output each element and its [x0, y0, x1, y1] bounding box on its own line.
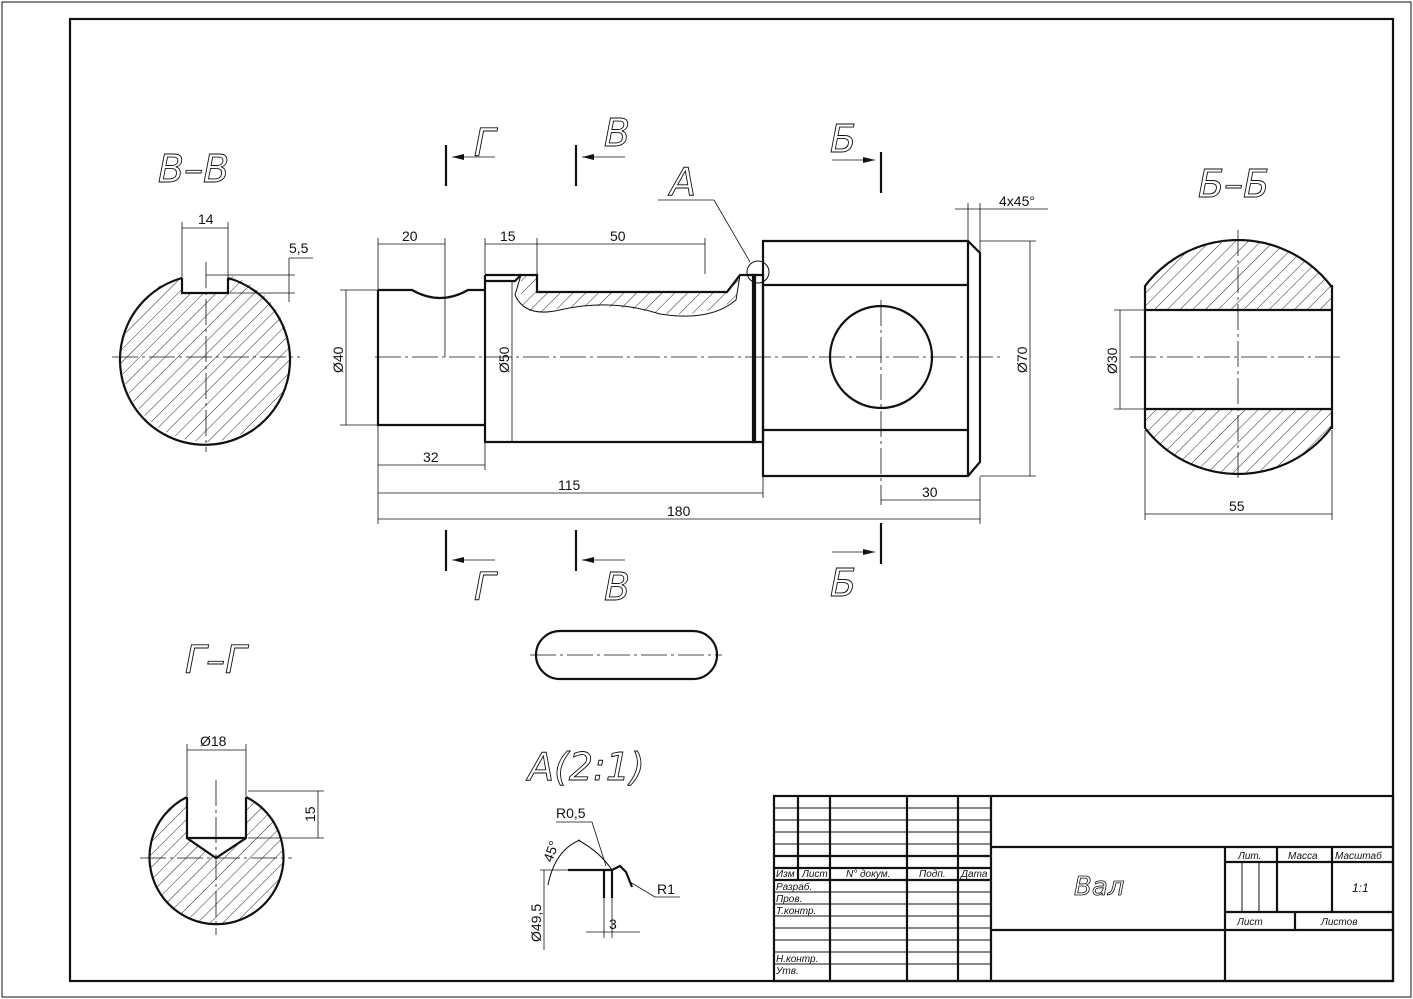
section-b-title: Б–Б	[1198, 162, 1269, 206]
dim-dia-18: Ø18	[200, 733, 227, 749]
dim-r1: R1	[657, 881, 675, 897]
section-g-title: Г–Г	[185, 638, 249, 682]
dim-20: 20	[402, 228, 418, 244]
cut-b-bottom: Б	[830, 561, 856, 605]
dim-depth-15: 15	[302, 806, 318, 822]
cut-b-top: Б	[830, 117, 856, 161]
section-v-title: В–В	[158, 147, 229, 191]
tb-utv: Утв.	[775, 966, 799, 977]
tb-nkontr: Н.контр.	[776, 954, 818, 965]
dim-180: 180	[667, 503, 691, 519]
tb-lit: Лит.	[1237, 851, 1261, 862]
dim-key-width: 14	[198, 211, 214, 227]
dim-55: 55	[1229, 498, 1245, 514]
tb-list2: Лист	[1236, 917, 1263, 928]
tb-prov: Пров.	[776, 894, 802, 905]
title-block: Изм Лист N° докум. Подп. Дата Разраб. Пр…	[772, 794, 1395, 983]
tb-izm: Изм	[776, 869, 795, 880]
tb-ndokum: N° докум.	[846, 869, 890, 880]
view-a-label: А	[667, 160, 696, 204]
tb-data: Дата	[960, 869, 988, 880]
dim-dia-50: Ø50	[496, 346, 512, 373]
dim-dia-495: Ø49,5	[528, 904, 544, 942]
tb-listov: Листов	[1320, 917, 1357, 928]
dim-dia-30: Ø30	[1104, 347, 1120, 374]
tb-part-name: Вал	[1074, 872, 1124, 902]
dim-dia-70: Ø70	[1014, 346, 1030, 373]
dim-30: 30	[922, 484, 938, 500]
tb-list: Лист	[801, 869, 828, 880]
dim-key-depth: 5,5	[289, 240, 309, 256]
cut-g-bottom: Г	[474, 565, 498, 609]
section-g-g: Г–Г Ø18 15	[140, 638, 324, 935]
cut-markers: Г В Б Г В Б	[444, 111, 883, 609]
section-v-v: В–В 14 5,5	[112, 147, 313, 452]
dim-chamfer: 4x45°	[999, 193, 1035, 209]
section-b-b: Б–Б Ø30 55	[1104, 162, 1340, 520]
dim-32: 32	[423, 449, 439, 465]
tb-razrab: Разраб.	[776, 881, 812, 893]
tb-masshtab: Масштаб	[1335, 850, 1382, 862]
dim-115: 115	[558, 477, 581, 493]
dim-15: 15	[500, 228, 516, 244]
tb-scale: 1:1	[1352, 881, 1369, 895]
cut-v-bottom: В	[604, 565, 630, 609]
detail-a: А(2:1) R0,5 45° R1 Ø49,5 3	[525, 745, 680, 950]
cut-v-top: В	[604, 111, 630, 155]
dim-angle-45: 45°	[540, 839, 562, 864]
main-view: А 20 15 50 4x45° Ø40 Ø50 Ø70	[330, 160, 1048, 524]
tb-tkontr: Т.контр.	[776, 906, 816, 917]
dim-50: 50	[610, 228, 626, 244]
dim-3: 3	[609, 916, 617, 932]
frame-border	[68, 17, 1395, 983]
tb-massa: Масса	[1288, 851, 1318, 862]
cut-g-top: Г	[474, 121, 498, 165]
detail-a-title: А(2:1)	[525, 745, 645, 789]
dim-dia-40: Ø40	[330, 346, 346, 373]
dim-r05: R0,5	[556, 805, 586, 821]
key-slot-view	[530, 629, 722, 681]
tb-podp: Подп.	[919, 869, 946, 880]
